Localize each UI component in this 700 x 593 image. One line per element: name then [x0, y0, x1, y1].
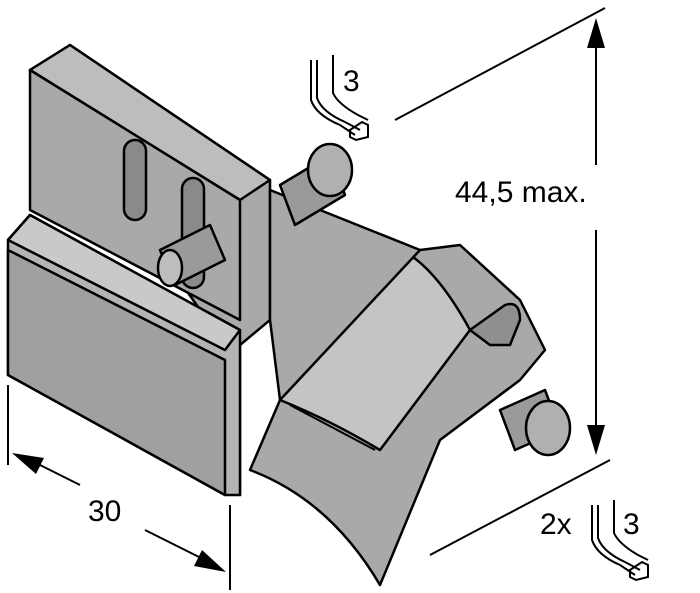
hex-key-quantity-label: 2x	[540, 508, 572, 541]
screw	[498, 388, 572, 457]
hex-key-icon	[591, 500, 649, 582]
dimension-height	[394, 7, 611, 556]
mounting-block	[6, 43, 422, 497]
width-dimension-label: 30	[88, 495, 122, 528]
hex-key-size-label: 3	[623, 508, 640, 541]
hex-key-icon	[310, 55, 369, 142]
height-dimension-label: 44,5 max.	[455, 176, 587, 209]
screw	[156, 142, 354, 288]
hex-key-size-label: 3	[343, 65, 360, 98]
dimension-width	[7, 385, 231, 590]
slot	[122, 138, 148, 222]
